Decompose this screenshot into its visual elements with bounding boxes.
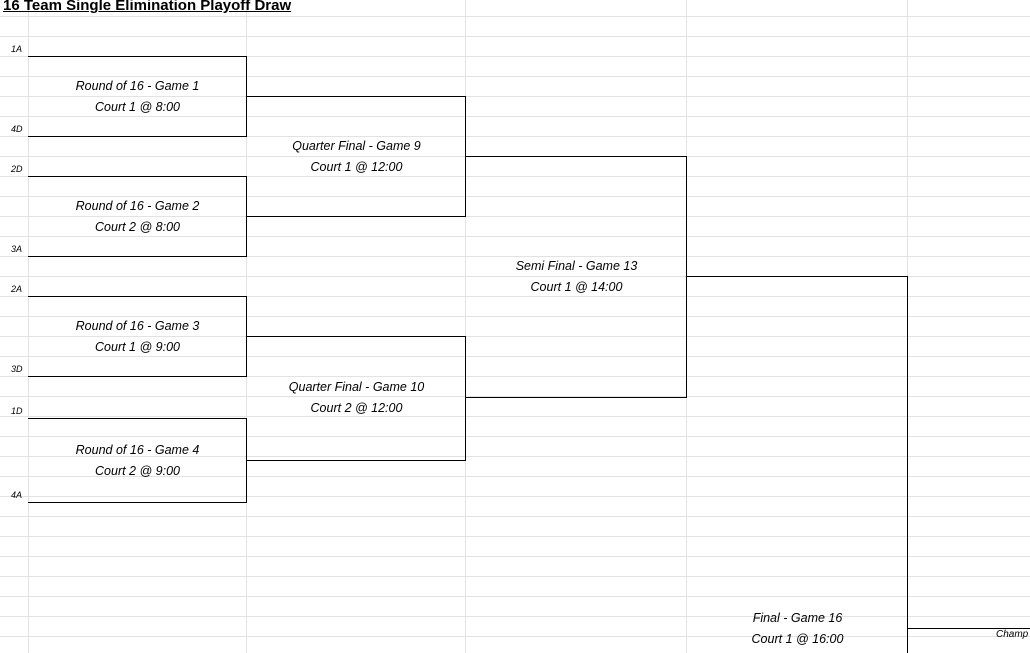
game-name: Round of 16 - Game 4 [75, 443, 200, 457]
bracket-qf-game10 [246, 336, 466, 461]
game-name: Round of 16 - Game 3 [75, 319, 200, 333]
seed-label[interactable]: 1A [11, 44, 23, 54]
game-r16-1[interactable]: Round of 16 - Game 1 Court 1 @ 8:00 [28, 76, 247, 117]
game-name: Quarter Final - Game 10 [288, 380, 425, 394]
seed-label[interactable]: 2D [11, 164, 23, 174]
game-final-16[interactable]: Final - Game 16 Court 1 @ 16:00 [687, 608, 908, 649]
seed-label[interactable]: 3D [11, 364, 23, 374]
game-court-time: Court 1 @ 16:00 [751, 631, 844, 646]
game-court-time: Court 1 @ 8:00 [95, 99, 180, 114]
sheet-title[interactable]: 16 Team Single Elimination Playoff Draw [3, 0, 292, 14]
game-court-time: Court 2 @ 12:00 [310, 400, 403, 415]
bracket-final-game16 [686, 276, 908, 653]
game-r16-2[interactable]: Round of 16 - Game 2 Court 2 @ 8:00 [28, 196, 247, 237]
seed-label[interactable]: 2A [11, 284, 23, 294]
game-qf-10[interactable]: Quarter Final - Game 10 Court 2 @ 12:00 [247, 377, 466, 418]
seed-label[interactable]: 4A [11, 490, 23, 500]
seed-label[interactable]: 4D [11, 124, 23, 134]
game-r16-3[interactable]: Round of 16 - Game 3 Court 1 @ 9:00 [28, 316, 247, 357]
game-sf-13[interactable]: Semi Final - Game 13 Court 1 @ 14:00 [466, 256, 687, 297]
game-name: Semi Final - Game 13 [515, 259, 638, 273]
game-court-time: Court 1 @ 9:00 [95, 339, 180, 354]
champion-label[interactable]: Champ [996, 629, 1029, 640]
game-name: Round of 16 - Game 2 [75, 199, 200, 213]
game-court-time: Court 1 @ 14:00 [530, 279, 623, 294]
game-name: Quarter Final - Game 9 [292, 139, 421, 153]
game-qf-9[interactable]: Quarter Final - Game 9 Court 1 @ 12:00 [247, 136, 466, 177]
seed-label[interactable]: 3A [11, 244, 23, 254]
game-court-time: Court 2 @ 8:00 [95, 219, 180, 234]
game-name: Round of 16 - Game 1 [75, 79, 200, 93]
game-r16-4[interactable]: Round of 16 - Game 4 Court 2 @ 9:00 [28, 440, 247, 481]
game-name: Final - Game 16 [752, 611, 843, 625]
game-court-time: Court 2 @ 9:00 [95, 463, 180, 478]
game-court-time: Court 1 @ 12:00 [310, 159, 403, 174]
seed-label[interactable]: 1D [11, 406, 23, 416]
